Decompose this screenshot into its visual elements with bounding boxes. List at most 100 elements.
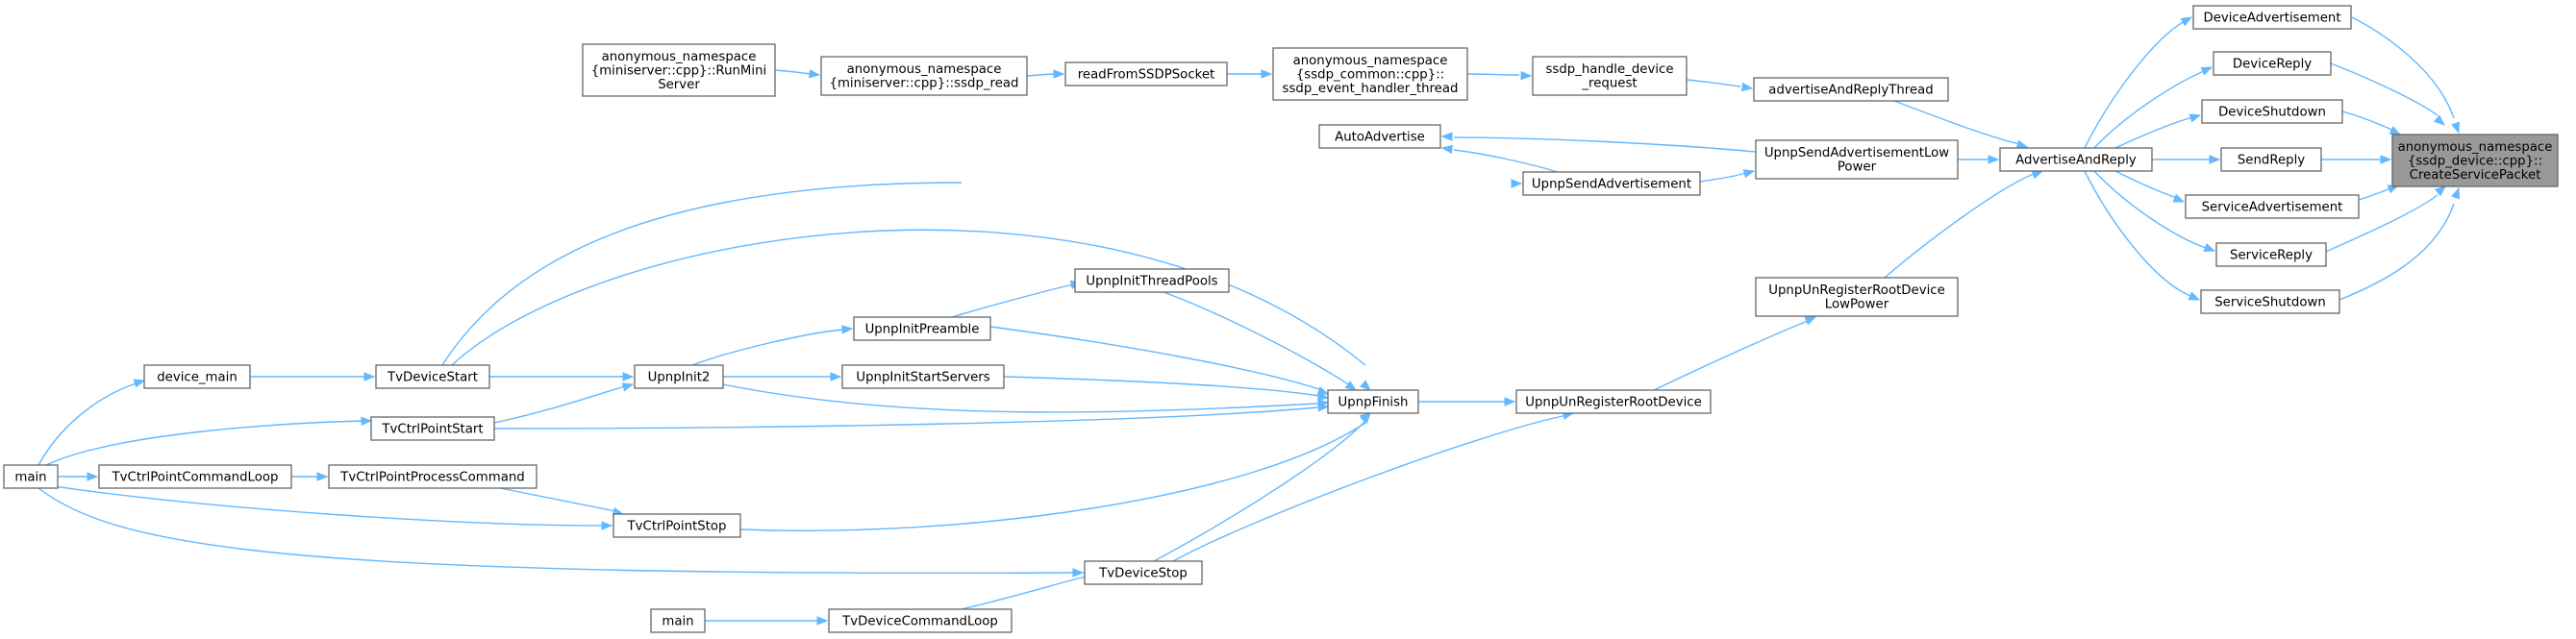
node-ssdp_handle[interactable]: ssdp_handle_device_request <box>1532 56 1688 96</box>
node-adv_thread[interactable]: advertiseAndReplyThread <box>1753 77 1949 102</box>
edge-ssdp_read-to-read_ssdp <box>1026 69 1065 79</box>
node-init_pre[interactable]: UpnpInitPreamble <box>853 316 991 341</box>
node-tv_dev_stop[interactable]: TvDeviceStop <box>1084 560 1203 585</box>
node-label: ssdp_event_handler_thread <box>1283 82 1459 96</box>
node-ssdp_read[interactable]: anonymous_namespace{miniserver::cpp}::ss… <box>820 56 1028 96</box>
edge-tv_cp_proc-to-tv_cp_stop <box>499 487 625 517</box>
edge-line <box>45 420 364 466</box>
arrowhead-icon <box>830 372 842 381</box>
node-label: DeviceReply <box>2233 57 2312 71</box>
node-tv_cp_stop[interactable]: TvCtrlPointStop <box>613 513 741 538</box>
node-adv_reply[interactable]: AdvertiseAndReply <box>1999 147 2153 172</box>
node-auto_adv[interactable]: AutoAdvertise <box>1318 124 1441 149</box>
edge-tv_cp_loop-to-tv_cp_proc <box>291 472 329 481</box>
edge-svc_shut-to-create <box>2338 186 2461 301</box>
node-svc_shut[interactable]: ServiceShutdown <box>2200 289 2340 314</box>
edge-dev_shut-to-create <box>2341 111 2402 135</box>
node-read_ssdp[interactable]: readFromSSDPSocket <box>1064 61 1228 86</box>
edge-line <box>2093 170 2207 249</box>
node-label: AutoAdvertise <box>1335 130 1425 144</box>
node-label: UpnpInit2 <box>648 370 711 384</box>
node-box <box>2201 99 2343 124</box>
edge-main2-to-tv_dev_loop <box>705 616 829 626</box>
node-init_srv[interactable]: UpnpInitStartServers <box>841 364 1005 389</box>
edge-main1-to-tv_cp_start <box>45 416 373 466</box>
node-label: TvDeviceStart <box>387 370 478 384</box>
node-run_mini[interactable]: anonymous_namespace{miniserver::cpp}::Ru… <box>582 43 776 97</box>
edge-adv_reply-to-dev_adv <box>2084 16 2193 149</box>
arrowhead-icon <box>2209 155 2221 164</box>
arrowhead-icon <box>1317 403 1330 412</box>
node-label: Server <box>658 78 700 92</box>
node-main1[interactable]: main <box>3 464 59 489</box>
node-box <box>853 316 991 341</box>
arrowhead-icon <box>2380 155 2392 164</box>
node-tv_cp_proc[interactable]: TvCtrlPointProcessCommand <box>328 464 538 489</box>
node-unreg[interactable]: UpnpUnRegisterRootDevice <box>1515 389 1712 414</box>
edge-finish-to-unreg <box>1418 397 1516 406</box>
arrowhead-icon <box>1360 380 1372 391</box>
node-box <box>1327 389 1419 414</box>
node-label: ServiceReply <box>2230 248 2313 262</box>
edge-line <box>2084 20 2186 149</box>
node-box <box>582 43 776 97</box>
node-label: {ssdp_device::cpp}:: <box>2408 154 2542 168</box>
node-ssdp_evt[interactable]: anonymous_namespace{ssdp_common::cpp}::s… <box>1272 47 1468 101</box>
node-label: ssdp_handle_device <box>1545 62 1673 77</box>
edge-adv_reply-to-svc_reply <box>2093 170 2216 253</box>
arrowhead-icon <box>1740 82 1754 92</box>
arrowhead-icon <box>1440 132 1453 141</box>
edge-line <box>1686 79 1741 87</box>
node-label: SendReply <box>2238 153 2305 167</box>
arrowhead-icon <box>622 372 635 381</box>
arrowhead-icon <box>1511 179 1523 188</box>
edge-line <box>691 329 845 366</box>
node-tv_cp_start[interactable]: TvCtrlPointStart <box>370 416 495 441</box>
edge-tv_dev_loop-to-tv_dev_stop <box>961 572 1096 610</box>
node-device_main[interactable]: device_main <box>143 364 251 389</box>
node-box <box>375 364 490 389</box>
node-dev_shut[interactable]: DeviceShutdown <box>2201 99 2343 124</box>
node-label: main <box>662 614 693 628</box>
edge-line <box>499 487 616 512</box>
node-dev_reply[interactable]: DeviceReply <box>2213 51 2332 76</box>
node-tv_dev_start[interactable]: TvDeviceStart <box>375 364 490 389</box>
node-send_reply[interactable]: SendReply <box>2220 147 2322 172</box>
edge-ssdp_handle-to-adv_thread <box>1686 79 1754 92</box>
node-send_adv[interactable]: UpnpSendAdvertisement <box>1522 171 1701 196</box>
node-box <box>1755 139 1959 180</box>
node-label: readFromSSDPSocket <box>1078 67 1215 82</box>
node-label: TvCtrlPointProcessCommand <box>339 470 524 484</box>
node-create[interactable]: anonymous_namespace{ssdp_device::cpp}::C… <box>2391 134 2559 187</box>
arrowhead-icon <box>1504 397 1516 406</box>
node-label: TvCtrlPointCommandLoop <box>112 470 279 484</box>
node-box <box>2391 134 2559 187</box>
edge-main1-to-tv_cp_stop <box>53 485 613 530</box>
node-box <box>2185 194 2360 219</box>
node-main2[interactable]: main <box>650 608 706 633</box>
node-init2[interactable]: UpnpInit2 <box>634 364 724 389</box>
edge-line <box>493 406 1318 430</box>
node-tv_dev_loop[interactable]: TvDeviceCommandLoop <box>828 608 1013 633</box>
node-svc_reply[interactable]: ServiceReply <box>2215 242 2327 267</box>
node-label: {ssdp_common::cpp}:: <box>1296 67 1444 82</box>
arrowhead-icon <box>1742 169 1756 179</box>
arrowhead-icon <box>87 472 99 481</box>
arrowhead-icon <box>2188 291 2201 301</box>
node-tv_cp_loop[interactable]: TvCtrlPointCommandLoop <box>98 464 292 489</box>
arrowhead-icon <box>1360 411 1371 425</box>
node-init_pools[interactable]: UpnpInitThreadPools <box>1074 268 1230 293</box>
nodes-layer: anonymous_namespace{ssdp_device::cpp}::C… <box>3 5 2559 633</box>
node-label: DeviceShutdown <box>2218 105 2326 119</box>
node-box <box>1074 268 1230 293</box>
node-svc_adv[interactable]: ServiceAdvertisement <box>2185 194 2360 219</box>
edge-line <box>1653 320 1809 391</box>
node-finish[interactable]: UpnpFinish <box>1327 389 1419 414</box>
edge-send_adv-to-auto_adv <box>1440 144 1559 173</box>
node-box <box>1753 77 1949 102</box>
node-dev_adv[interactable]: DeviceAdvertisement <box>2192 5 2352 30</box>
edge-tv_cp_start-to-init2 <box>493 382 635 424</box>
edge-line <box>2338 203 2455 301</box>
